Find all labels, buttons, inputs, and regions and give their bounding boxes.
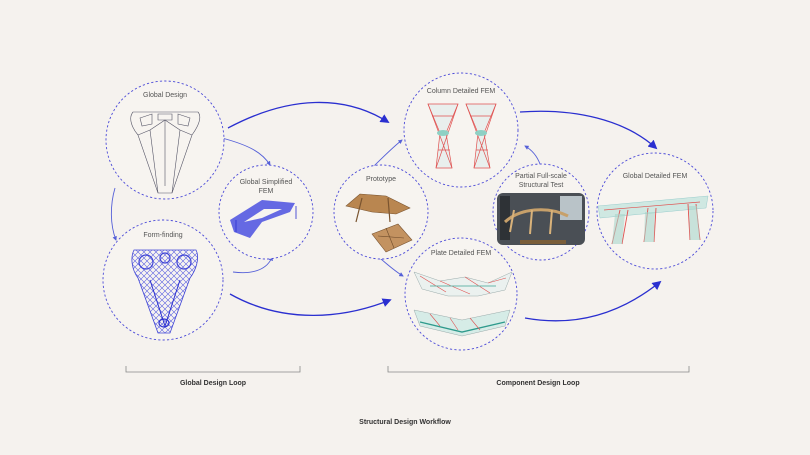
node-ring — [403, 72, 519, 188]
diagram-caption: Structural Design Workflow — [359, 419, 451, 426]
component-loop-bracket — [387, 366, 690, 373]
node-plate-detailed-fem: Plate Detailed FEM — [404, 237, 518, 351]
column-fem-left — [427, 103, 459, 169]
node-label: Form-finding — [143, 232, 182, 239]
node-global-design: Global Design — [105, 80, 225, 200]
simplified-fem-plot — [230, 200, 297, 238]
node-partial-full-scale-test: Partial Full-scale Structural Test — [492, 163, 590, 261]
arrow-global-design-to-simplified-fem — [221, 137, 271, 166]
arrow-plate-fem-to-global-fem — [524, 280, 662, 322]
node-label: Column Detailed FEM — [427, 88, 496, 95]
plate-fem-lower — [413, 309, 511, 337]
global-design-loop: Global Design Loop — [125, 366, 301, 387]
arrow-column-fem-to-global-fem — [519, 110, 658, 150]
arrow-global-design-to-column-fem — [227, 101, 390, 129]
arrow-form-finding-to-simplified-fem — [232, 256, 273, 274]
flow-arrows — [110, 101, 662, 322]
global-design-plan-drawing — [130, 111, 201, 194]
node-label-line1: Global Simplified — [240, 179, 293, 186]
node-label: Global Detailed FEM — [623, 173, 688, 180]
global-loop-bracket — [125, 366, 301, 373]
global-detailed-fem-model — [597, 195, 709, 245]
plate-fem-upper — [413, 271, 513, 297]
node-column-detailed-fem: Column Detailed FEM — [403, 72, 519, 188]
arrow-global-design-to-form-finding — [110, 187, 117, 241]
node-label-line2: Structural Test — [519, 182, 564, 189]
component-loop-label: Component Design Loop — [496, 380, 579, 387]
component-design-loop: Component Design Loop — [387, 366, 690, 387]
node-form-finding: Form-finding — [102, 219, 224, 341]
global-loop-label: Global Design Loop — [180, 380, 246, 387]
node-global-simplified-fem: Global Simplified FEM — [218, 164, 314, 260]
node-label: Global Design — [143, 92, 187, 99]
arrow-test-to-column-fem — [524, 145, 541, 165]
node-label: Plate Detailed FEM — [431, 250, 491, 257]
column-fem-right — [465, 103, 497, 169]
prototype-photo — [345, 193, 413, 253]
arrow-form-finding-to-plate-fem — [229, 293, 392, 317]
form-finding-mesh — [131, 249, 198, 334]
node-label-line1: Partial Full-scale — [515, 173, 567, 180]
structural-test-photo — [497, 193, 585, 245]
node-prototype: Prototype — [333, 164, 429, 260]
node-global-detailed-fem: Global Detailed FEM — [596, 152, 714, 270]
node-label-line2: FEM — [259, 188, 274, 195]
node-label: Prototype — [366, 176, 396, 183]
arrow-prototype-to-column-fem — [371, 139, 403, 169]
